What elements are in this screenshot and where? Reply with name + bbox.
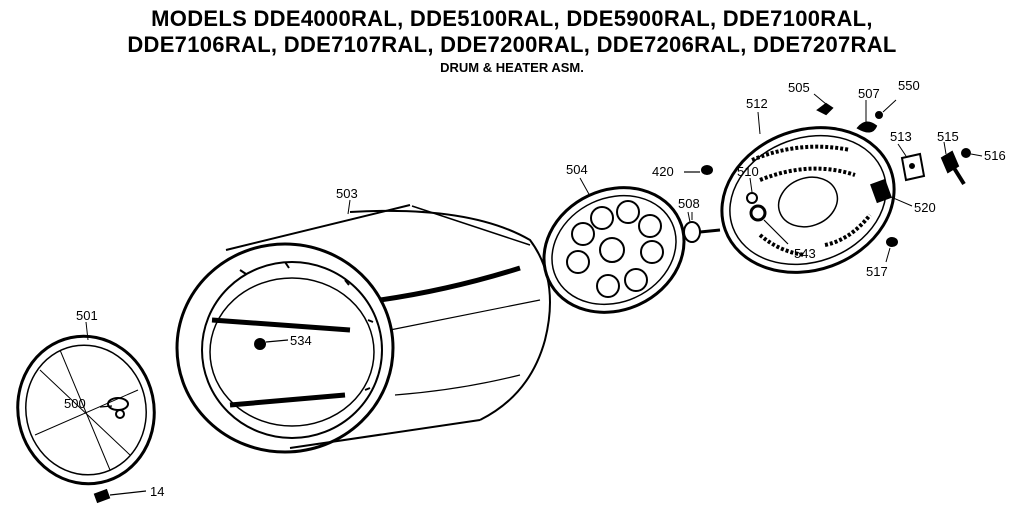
callout-550: 550 — [898, 78, 920, 93]
drum-503 — [175, 204, 551, 454]
heater-part-543 — [749, 204, 789, 245]
callout-507: 507 — [858, 86, 880, 101]
callout-513: 513 — [890, 129, 912, 144]
bracket-513 — [897, 143, 926, 182]
callout-534: 534 — [290, 333, 312, 348]
models-title-line-2: DDE7106RAL, DDE7107RAL, DDE7200RAL, DDE7… — [127, 32, 897, 57]
screw-516 — [961, 148, 983, 158]
callout-510: 510 — [737, 164, 759, 179]
callout-501: 501 — [76, 308, 98, 323]
callout-14: 14 — [150, 484, 164, 499]
callout-520: 520 — [914, 200, 936, 215]
thermostat-510 — [746, 177, 758, 204]
leader-520 — [883, 193, 913, 207]
callout-500: 500 — [64, 396, 86, 411]
baffle-screw-534 — [254, 338, 289, 350]
leader-504 — [579, 177, 591, 197]
leader-508 — [687, 211, 691, 223]
front-seal-ring-501 — [16, 334, 156, 486]
callout-504: 504 — [566, 162, 588, 177]
callout-512: 512 — [746, 96, 768, 111]
callout-515: 515 — [937, 129, 959, 144]
screw-14 — [93, 488, 147, 504]
screw-550 — [875, 99, 897, 119]
leader-512 — [757, 111, 761, 135]
callout-503: 503 — [336, 186, 358, 201]
callout-516: 516 — [984, 148, 1006, 163]
callout-505: 505 — [788, 80, 810, 95]
callout-508: 508 — [678, 196, 700, 211]
leader-501 — [85, 321, 89, 341]
models-title-line-1: MODELS DDE4000RAL, DDE5100RAL, DDE5900RA… — [151, 6, 873, 31]
drum-bearing-508 — [683, 212, 721, 243]
header: MODELS DDE4000RAL, DDE5100RAL, DDE5900RA… — [0, 0, 1024, 76]
thermal-fuse-507 — [856, 100, 878, 133]
callout-517: 517 — [866, 264, 888, 279]
callout-543: 543 — [794, 246, 816, 261]
heater-housing-512 — [720, 126, 896, 274]
clip-515 — [940, 141, 966, 186]
assembly-subtitle: DRUM & HEATER ASM. — [440, 60, 584, 75]
callout-420: 420 — [652, 164, 674, 179]
drum-back-504 — [542, 186, 686, 314]
part-517 — [885, 237, 898, 263]
leader-503 — [347, 199, 351, 215]
drum-felt-clip-500 — [99, 397, 129, 419]
screw-420 — [684, 165, 713, 175]
terminal-505 — [813, 93, 834, 116]
